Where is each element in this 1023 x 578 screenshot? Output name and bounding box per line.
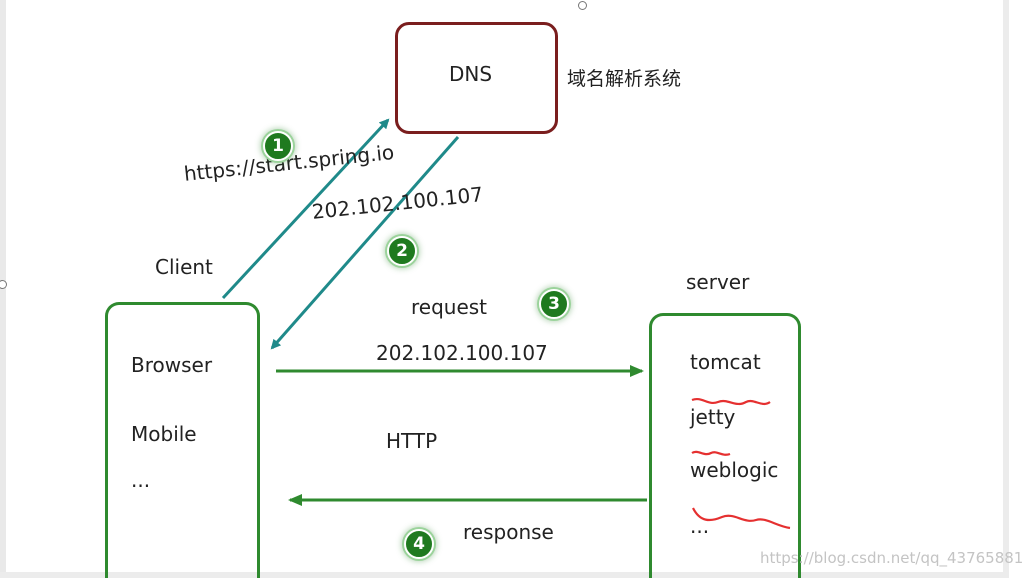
server-title: server bbox=[686, 270, 750, 294]
server-item-more: ... bbox=[690, 514, 710, 538]
ellipsis-scribble bbox=[692, 507, 791, 530]
right-edge-strip bbox=[1003, 0, 1009, 578]
dns-label: DNS bbox=[449, 62, 493, 86]
client-item-more: ... bbox=[131, 468, 151, 492]
step-badge-1: 1 bbox=[263, 131, 293, 161]
server-item-jetty: jetty bbox=[690, 405, 736, 429]
request-ip-label: 202.102.100.107 bbox=[376, 341, 548, 365]
client-item-mobile: Mobile bbox=[131, 422, 197, 446]
server-item-weblogic: weblogic bbox=[690, 458, 779, 482]
dns-response-arrow bbox=[270, 136, 460, 350]
dns-request-arrow bbox=[221, 118, 390, 300]
step-badge-4: 4 bbox=[404, 529, 434, 559]
left-edge-strip bbox=[0, 0, 6, 578]
client-box bbox=[105, 302, 260, 578]
resize-handle-left[interactable] bbox=[0, 280, 7, 289]
client-title: Client bbox=[155, 255, 213, 279]
step-badge-3: 3 bbox=[539, 289, 569, 319]
dns-description: 域名解析系统 bbox=[567, 68, 682, 90]
response-label: response bbox=[463, 520, 554, 544]
dns-box bbox=[395, 22, 558, 134]
step-badge-2: 2 bbox=[387, 236, 417, 266]
bottom-edge-strip bbox=[0, 572, 1009, 578]
request-label: request bbox=[411, 295, 488, 319]
jetty-scribble bbox=[691, 398, 771, 406]
resize-handle-top[interactable] bbox=[578, 1, 587, 10]
server-box bbox=[649, 313, 801, 578]
watermark: https://blog.csdn.net/qq_43765881 bbox=[760, 549, 1023, 567]
http-label: HTTP bbox=[386, 429, 438, 453]
client-item-browser: Browser bbox=[131, 353, 213, 377]
weblogic-scribble bbox=[691, 450, 731, 456]
server-item-tomcat: tomcat bbox=[690, 350, 761, 374]
